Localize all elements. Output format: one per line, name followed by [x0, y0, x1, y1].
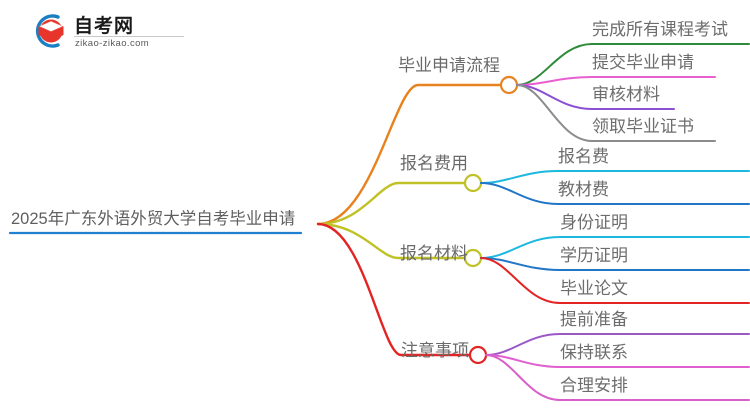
root-label[interactable]: 2025年广东外语外贸大学自考毕业申请: [11, 210, 296, 228]
site-logo[interactable]: 自考网 zikao-zikao.com: [28, 8, 188, 54]
leaf-line-2-0: [480, 236, 750, 259]
branch-node-0[interactable]: [499, 75, 519, 95]
leaf-label-3-2[interactable]: 合理安排: [560, 376, 628, 395]
leaf-line-2-2: [480, 257, 750, 304]
branch-label-1[interactable]: 报名费用: [400, 154, 468, 173]
branch-line-2: [316, 222, 466, 260]
leaf-label-2-0[interactable]: 身份证明: [560, 213, 628, 232]
branch-label-3[interactable]: 注意事项: [401, 341, 469, 360]
branch-node-3[interactable]: [468, 345, 488, 365]
graduation-cap-icon: [28, 10, 70, 52]
logo-divider: [74, 36, 184, 37]
branch-line-0: [316, 83, 502, 226]
branch-node-1[interactable]: [463, 173, 483, 193]
branch-label-2[interactable]: 报名材料: [400, 244, 468, 263]
branch-label-0[interactable]: 毕业申请流程: [398, 56, 500, 75]
branch-line-3: [316, 222, 471, 357]
leaf-label-2-1[interactable]: 学历证明: [560, 246, 628, 265]
logo-url: zikao-zikao.com: [75, 38, 150, 49]
leaf-label-0-0[interactable]: 完成所有课程考试: [592, 20, 728, 39]
leaf-line-1-0: [480, 170, 750, 184]
leaf-line-1-1: [480, 182, 750, 205]
leaf-label-0-2[interactable]: 审核材料: [592, 85, 660, 104]
logo-name: 自考网: [74, 16, 135, 37]
leaf-label-0-3[interactable]: 领取毕业证书: [592, 117, 694, 136]
leaf-label-1-1[interactable]: 教材费: [558, 180, 609, 199]
leaf-line-3-1: [485, 354, 750, 368]
leaf-line-2-1: [480, 257, 750, 271]
branch-line-1: [316, 181, 466, 226]
leaf-label-1-0[interactable]: 报名费: [558, 147, 609, 166]
leaf-label-3-0[interactable]: 提前准备: [560, 310, 628, 329]
leaf-line-0-2: [516, 84, 675, 110]
leaf-label-3-1[interactable]: 保持联系: [560, 343, 628, 362]
leaf-line-3-0: [485, 333, 750, 356]
leaf-line-0-1: [516, 76, 716, 86]
leaf-line-0-0: [516, 43, 750, 86]
leaf-label-2-2[interactable]: 毕业论文: [560, 279, 628, 298]
leaf-line-3-2: [485, 354, 750, 401]
leaf-line-0-3: [516, 84, 716, 142]
leaf-label-0-1[interactable]: 提交毕业申请: [592, 53, 694, 72]
